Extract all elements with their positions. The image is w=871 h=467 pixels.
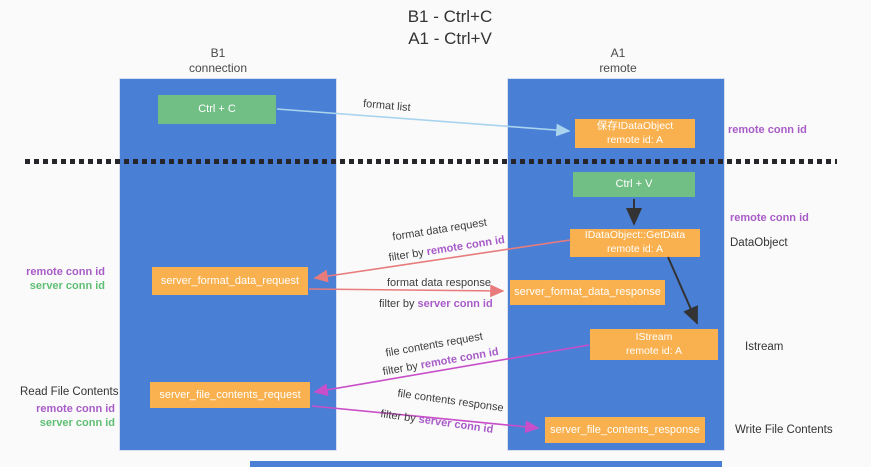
lane-header-a1: A1 remote	[548, 46, 688, 76]
filter-prefix: filter by	[387, 246, 428, 265]
node-server-file-contents-request-label: server_file_contents_request	[159, 388, 301, 401]
filter-prefix: filter by	[379, 298, 418, 310]
label-file-contents-response: file contents response	[396, 387, 505, 415]
node-istream: IStream remote id: A	[590, 329, 718, 360]
node-ctrl-v-label: Ctrl + V	[615, 178, 653, 191]
node-save-idataobject: 保存IDataObject remote id: A	[575, 119, 695, 148]
arrow-format-data-response	[308, 284, 505, 298]
node-server-format-data-response: server_format_data_response	[510, 280, 665, 305]
node-istream-line1: IStream	[635, 330, 673, 343]
node-server-format-data-request: server_format_data_request	[152, 267, 308, 295]
node-getdata-line2: remote id: A	[606, 243, 664, 255]
annotation-remote-conn-id: remote conn id	[26, 266, 105, 278]
annotation-server-conn-id: server conn id	[39, 417, 115, 430]
node-save-idataobject-line1: 保存IDataObject	[596, 119, 674, 132]
annotation-dataobject: DataObject	[730, 237, 788, 249]
title-line-1: B1 - Ctrl+C	[407, 7, 493, 26]
annotation-remote-conn-id: remote conn id	[36, 403, 115, 416]
lane-a1-subtitle: remote	[599, 61, 637, 75]
annotation-read-file-contents-block: Read File Contents remote conn id server…	[20, 385, 119, 431]
annotation-remote-conn-id-mid: remote conn id	[730, 212, 809, 224]
annotation-remote-conn-id-top: remote conn id	[728, 124, 807, 136]
filter-prefix: filter by	[379, 408, 420, 426]
annotation-istream: Istream	[745, 341, 784, 353]
node-ctrl-c: Ctrl + C	[158, 95, 276, 124]
label-format-data-response: format data response	[387, 277, 491, 289]
label-file-contents-response-filter: filter by server conn id	[380, 408, 494, 436]
node-server-file-contents-request: server_file_contents_request	[150, 382, 310, 408]
lane-b1-subtitle: connection	[188, 61, 248, 75]
lane-b1-name: B1	[210, 46, 226, 60]
filter-value-server-conn-id: server conn id	[417, 413, 495, 436]
node-getdata-line1: IDataObject::GetData	[584, 229, 686, 242]
label-format-data-response-filter: filter by server conn id	[379, 298, 493, 310]
filter-value-server-conn-id: server conn id	[417, 298, 493, 310]
session-divider-dashed-line	[25, 159, 837, 164]
annotation-write-file-contents: Write File Contents	[735, 424, 833, 436]
bottom-partial-element	[250, 461, 722, 467]
filter-prefix: filter by	[381, 359, 422, 379]
annotation-left-conn-ids-format: remote conn id server conn id	[20, 266, 105, 294]
node-save-idataobject-line2: remote id: A	[606, 133, 664, 146]
diagram-title: B1 - Ctrl+C A1 - Ctrl+V	[300, 6, 600, 51]
annotation-read-file-contents: Read File Contents	[20, 386, 119, 398]
lane-header-b1: B1 connection	[148, 46, 288, 76]
node-ctrl-v: Ctrl + V	[573, 172, 695, 197]
annotation-server-conn-id: server conn id	[29, 279, 105, 292]
title-line-2: A1 - Ctrl+V	[408, 29, 492, 49]
node-idataobject-getdata: IDataObject::GetData remote id: A	[570, 229, 700, 257]
node-server-file-contents-response: server_file_contents_response	[545, 417, 705, 443]
filter-value-remote-conn-id: remote conn id	[425, 233, 506, 259]
node-server-format-data-request-label: server_format_data_request	[160, 274, 300, 287]
node-ctrl-c-label: Ctrl + C	[198, 103, 236, 116]
label-format-list: format list	[362, 97, 412, 115]
node-server-file-contents-response-label: server_file_contents_response	[550, 423, 700, 436]
node-server-format-data-response-label: server_format_data_response	[514, 286, 661, 299]
node-istream-line2: remote id: A	[625, 344, 683, 357]
lane-a1-name: A1	[610, 46, 626, 60]
